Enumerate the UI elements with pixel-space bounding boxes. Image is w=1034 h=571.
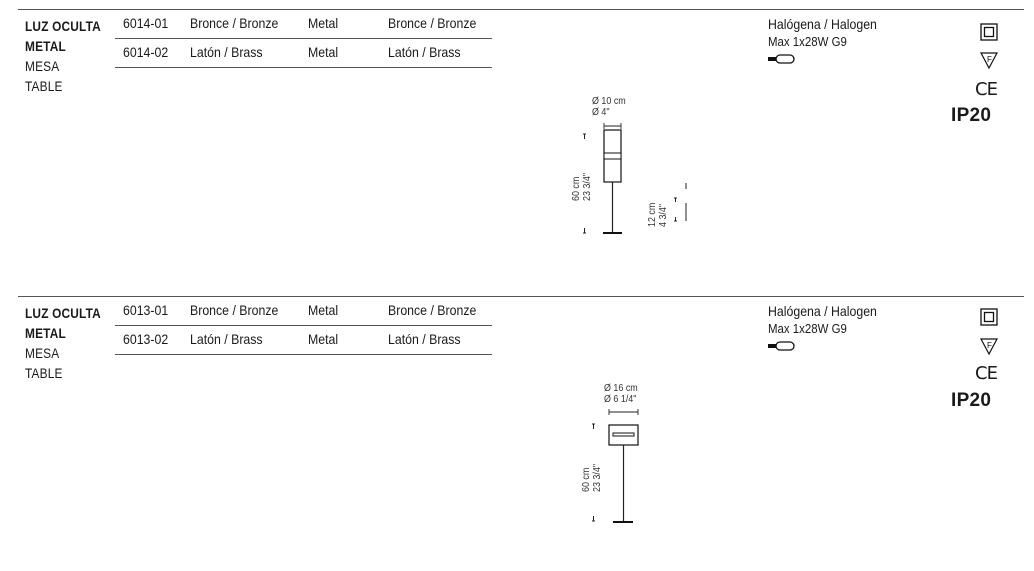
- dim-diameter: Ø 10 cm Ø 4": [592, 96, 632, 118]
- svg-text:F: F: [987, 341, 992, 350]
- ce-mark-icon: CE: [975, 79, 998, 100]
- variant-material: Metal: [308, 331, 339, 347]
- product-title: LUZ OCULTA METAL MESA TABLE: [25, 304, 101, 384]
- variant-finish: Latón / Brass: [190, 44, 263, 60]
- variant-code: 6013-01: [123, 302, 169, 318]
- section-divider: [18, 296, 1024, 297]
- lamp-spec: Halógena / Halogen Max 1x28W G9: [768, 302, 892, 338]
- lamp-drawing-6013: [592, 409, 639, 523]
- f-mark-triangle-icon: F: [980, 52, 998, 69]
- product-name-line1: LUZ OCULTA: [25, 19, 101, 34]
- product-name-line2: METAL: [25, 326, 66, 341]
- variant-code: 6013-02: [123, 331, 169, 347]
- variant-finish: Bronce / Bronze: [190, 15, 279, 31]
- variant-row: 6014-02 Latón / Brass Metal Latón / Bras…: [115, 38, 492, 68]
- variant-material: Metal: [308, 15, 339, 31]
- lamp-drawing-6014: [583, 123, 687, 234]
- variant-material: Metal: [308, 302, 339, 318]
- product-name-line1: LUZ OCULTA: [25, 306, 101, 321]
- product-name-line2: METAL: [25, 39, 66, 54]
- lamp-max: Max 1x28W G9: [768, 321, 847, 336]
- ip-rating: IP20: [951, 105, 992, 126]
- variant-row: 6014-01 Bronce / Bronze Metal Bronce / B…: [115, 9, 492, 39]
- f-mark-triangle-icon: F: [980, 338, 998, 355]
- lamp-type: Halógena / Halogen: [768, 16, 877, 32]
- product-type-en: TABLE: [25, 79, 63, 94]
- product-type-es: MESA: [25, 59, 60, 74]
- dim-diameter-in: Ø 6 1/4": [604, 393, 637, 405]
- product-type-en: TABLE: [25, 366, 63, 381]
- variant-code: 6014-01: [123, 15, 169, 31]
- product-block-6013: LUZ OCULTA METAL MESA TABLE 6013-01 Bron…: [0, 296, 1034, 571]
- ip-rating: IP20: [951, 390, 992, 411]
- class-ii-double-insulation-icon: [980, 308, 998, 326]
- variant-shade: Bronce / Bronze: [388, 15, 477, 31]
- g9-bulb-icon: [768, 341, 795, 351]
- dim-diameter-cm: Ø 16 cm: [604, 382, 638, 394]
- g9-bulb-icon: [768, 54, 795, 64]
- lamp-type: Halógena / Halogen: [768, 303, 877, 319]
- variant-row: 6013-01 Bronce / Bronze Metal Bronce / B…: [115, 296, 492, 326]
- product-type-es: MESA: [25, 346, 60, 361]
- dim-diameter-in: Ø 4": [592, 106, 610, 118]
- lamp-spec: Halógena / Halogen Max 1x28W G9: [768, 15, 892, 51]
- ce-mark-icon: CE: [975, 363, 998, 384]
- svg-text:F: F: [987, 55, 992, 64]
- product-block-6014: LUZ OCULTA METAL MESA TABLE 6014-01 Bron…: [0, 9, 1034, 284]
- variant-code: 6014-02: [123, 44, 169, 60]
- lamp-max: Max 1x28W G9: [768, 34, 847, 49]
- product-title: LUZ OCULTA METAL MESA TABLE: [25, 17, 101, 97]
- variant-row: 6013-02 Latón / Brass Metal Latón / Bras…: [115, 325, 492, 355]
- variant-shade: Latón / Brass: [388, 44, 461, 60]
- variant-material: Metal: [308, 44, 339, 60]
- class-ii-double-insulation-icon: [980, 23, 998, 41]
- variant-finish: Bronce / Bronze: [190, 302, 279, 318]
- variant-shade: Latón / Brass: [388, 331, 461, 347]
- variant-finish: Latón / Brass: [190, 331, 263, 347]
- variant-shade: Bronce / Bronze: [388, 302, 477, 318]
- section-divider: [18, 9, 1024, 10]
- dim-diameter: Ø 16 cm Ø 6 1/4": [604, 383, 644, 405]
- dim-diameter-cm: Ø 10 cm: [592, 95, 626, 107]
